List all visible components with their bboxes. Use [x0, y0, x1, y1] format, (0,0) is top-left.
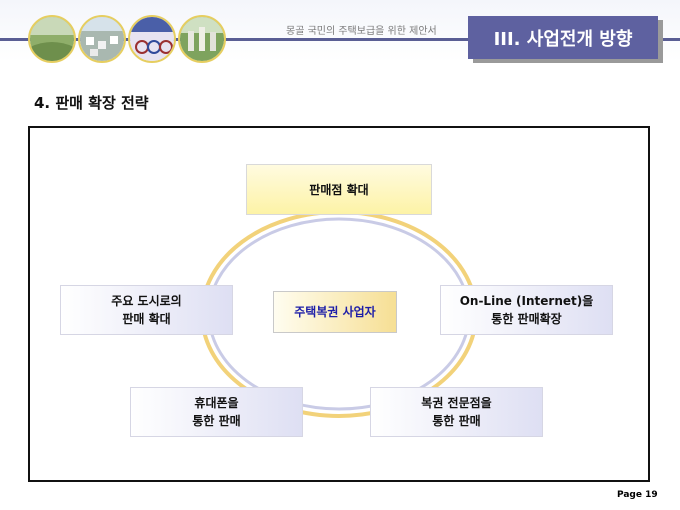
document-subtitle: 몽골 국민의 주택보급을 위한 제안서 — [286, 26, 437, 37]
node-bottom-left-line1: 휴대폰을 — [194, 396, 239, 410]
photo-town-icon — [78, 15, 126, 63]
photo-emblem-icon — [128, 15, 176, 63]
diagram-frame — [28, 126, 650, 482]
node-center-label: 주택복권 사업자 — [294, 305, 376, 319]
node-lottery-specialty-store: 복권 전문점을 통한 판매 — [370, 387, 543, 437]
node-bottom-right-line2: 통한 판매 — [432, 414, 481, 428]
node-mobile-phone: 휴대폰을 통한 판매 — [130, 387, 303, 437]
node-top-label: 판매점 확대 — [309, 182, 369, 197]
node-right-line2: 통한 판매확장 — [491, 312, 562, 326]
page-number: Page 19 — [617, 490, 658, 500]
node-online-internet: On-Line (Internet)을 통한 판매확장 — [440, 285, 613, 335]
node-bottom-right-line1: 복권 전문점을 — [421, 396, 492, 410]
photo-stones-icon — [178, 15, 226, 63]
node-sales-outlet-expansion: 판매점 확대 — [246, 164, 432, 215]
photo-landscape-icon — [28, 15, 76, 63]
node-right-line1: On-Line (Internet)을 — [459, 294, 594, 308]
node-major-cities: 주요 도시로의 판매 확대 — [60, 285, 233, 335]
node-left-line1: 주요 도시로의 — [111, 294, 182, 308]
node-left-line2: 판매 확대 — [122, 312, 171, 326]
node-bottom-left-line2: 통한 판매 — [192, 414, 241, 428]
node-center-lottery-operator: 주택복권 사업자 — [273, 291, 397, 333]
section-title: III. 사업전개 방향 — [468, 16, 658, 59]
page-heading: 4. 판매 확장 전략 — [34, 94, 149, 112]
header-rule — [0, 38, 680, 41]
